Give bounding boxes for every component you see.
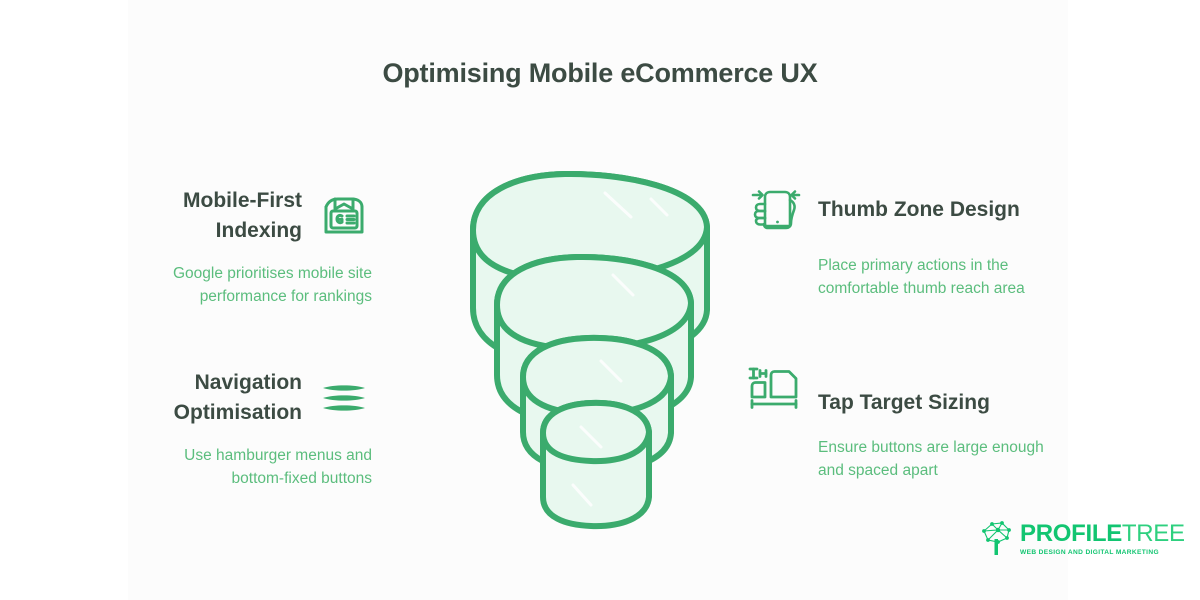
feature-heading: Tap Target Sizing: [818, 391, 990, 415]
page-title: Optimising Mobile eCommerce UX: [382, 58, 818, 88]
logo-name-light: TREE: [1121, 520, 1185, 548]
feature-header: Thumb Zone Design: [748, 182, 1048, 238]
feature-thumb-zone: Thumb Zone Design Place primary actions …: [748, 182, 1048, 300]
hand-holding-phone-icon: [748, 182, 804, 238]
feature-heading: Navigation Optimisation: [173, 371, 302, 424]
feature-description: Google prioritises mobile site performan…: [172, 264, 372, 305]
feature-heading: Thumb Zone Design: [818, 198, 1020, 222]
network-tree-icon: [978, 517, 1014, 562]
tap-target-size-icon: [748, 364, 804, 420]
profiletree-logo: PROFILETREE WEB DESIGN AND DIGITAL MARKE…: [978, 517, 1185, 562]
feature-tap-target: Tap Target Sizing Ensure buttons are lar…: [748, 364, 1048, 482]
feature-description: Use hamburger menus and bottom-fixed but…: [184, 446, 372, 487]
logo-wordmark: PROFILETREE WEB DESIGN AND DIGITAL MARKE…: [1020, 522, 1185, 557]
feature-description: Ensure buttons are large enough and spac…: [818, 439, 1044, 480]
hamburger-menu-icon: [316, 370, 372, 426]
feature-header: Tap Target Sizing: [748, 364, 1048, 420]
feature-header: Navigation Optimisation: [148, 368, 372, 428]
feature-description: Place primary actions in the comfortable…: [818, 257, 1025, 298]
feature-heading: Mobile-First Indexing: [183, 189, 302, 242]
google-news-icon: [316, 188, 372, 244]
feature-mobile-first: Mobile-First Indexing Google prio: [148, 186, 372, 308]
logo-tagline: WEB DESIGN AND DIGITAL MARKETING: [1020, 549, 1159, 557]
feature-navigation: Navigation Optimisation Use hamburger me…: [148, 368, 372, 490]
funnel-diagram: [455, 155, 755, 555]
feature-header: Mobile-First Indexing: [148, 186, 372, 246]
logo-name-bold: PROFILE: [1020, 520, 1122, 548]
